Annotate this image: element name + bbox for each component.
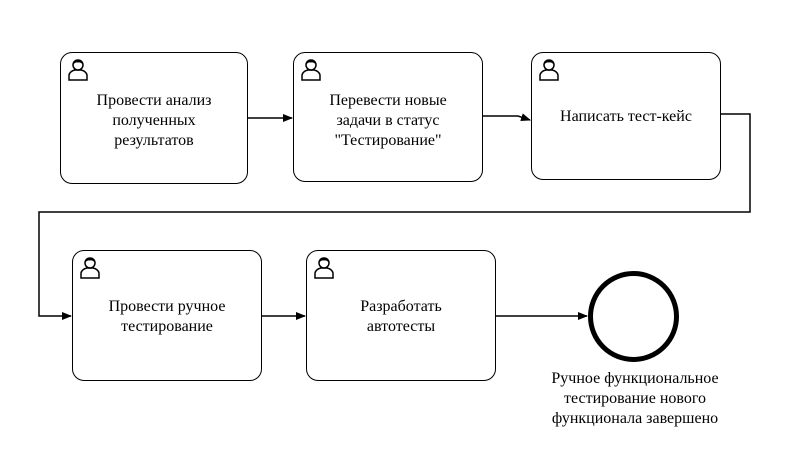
task-analyze-results[interactable]: Провести анализ полученных результатов xyxy=(60,52,248,184)
user-icon xyxy=(68,59,88,81)
task-manual-testing[interactable]: Провести ручное тестирование xyxy=(72,250,262,381)
task-label: Провести ручное тестирование xyxy=(108,298,226,335)
task-label: Перевести новые задачи в статус "Тестиро… xyxy=(329,92,447,149)
task-label: Провести анализ полученных результатов xyxy=(96,92,212,149)
task-label: Разработать автотесты xyxy=(360,298,442,335)
user-icon xyxy=(539,59,559,81)
end-event-circle[interactable] xyxy=(588,271,679,362)
task-write-test-case[interactable]: Написать тест-кейс xyxy=(531,52,721,180)
end-event-label: Ручное функциональное тестирование новог… xyxy=(551,370,719,427)
user-icon xyxy=(314,257,334,279)
task-set-status-testing[interactable]: Перевести новые задачи в статус "Тестиро… xyxy=(293,52,483,182)
sequence-flow-2-3 xyxy=(483,113,531,121)
task-develop-autotests[interactable]: Разработать автотесты xyxy=(306,250,496,381)
user-icon xyxy=(80,257,100,279)
user-icon xyxy=(301,59,321,81)
sequence-flow-3-4 xyxy=(38,113,751,320)
task-label: Написать тест-кейс xyxy=(560,108,692,125)
